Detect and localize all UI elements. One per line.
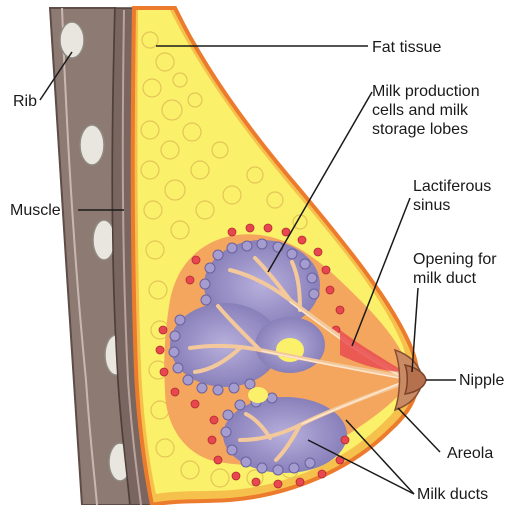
label-rib: Rib [13,92,37,111]
label-fat-tissue: Fat tissue [372,38,441,57]
leader-areola [398,408,440,452]
label-milk-ducts: Milk ducts [417,485,488,504]
rib-bone [80,125,104,165]
label-nipple: Nipple [459,371,504,390]
label-lactiferous-sinus: Lactiferous sinus [413,177,491,215]
nipple-shape [405,365,426,394]
label-muscle: Muscle [10,201,61,220]
label-opening-for-milk-duct: Opening for milk duct [413,250,497,288]
label-areola: Areola [447,444,493,463]
inner-fat-pocket [248,387,268,403]
rib-bone [93,220,115,260]
label-milk-production: Milk production cells and milk storage l… [372,82,480,139]
